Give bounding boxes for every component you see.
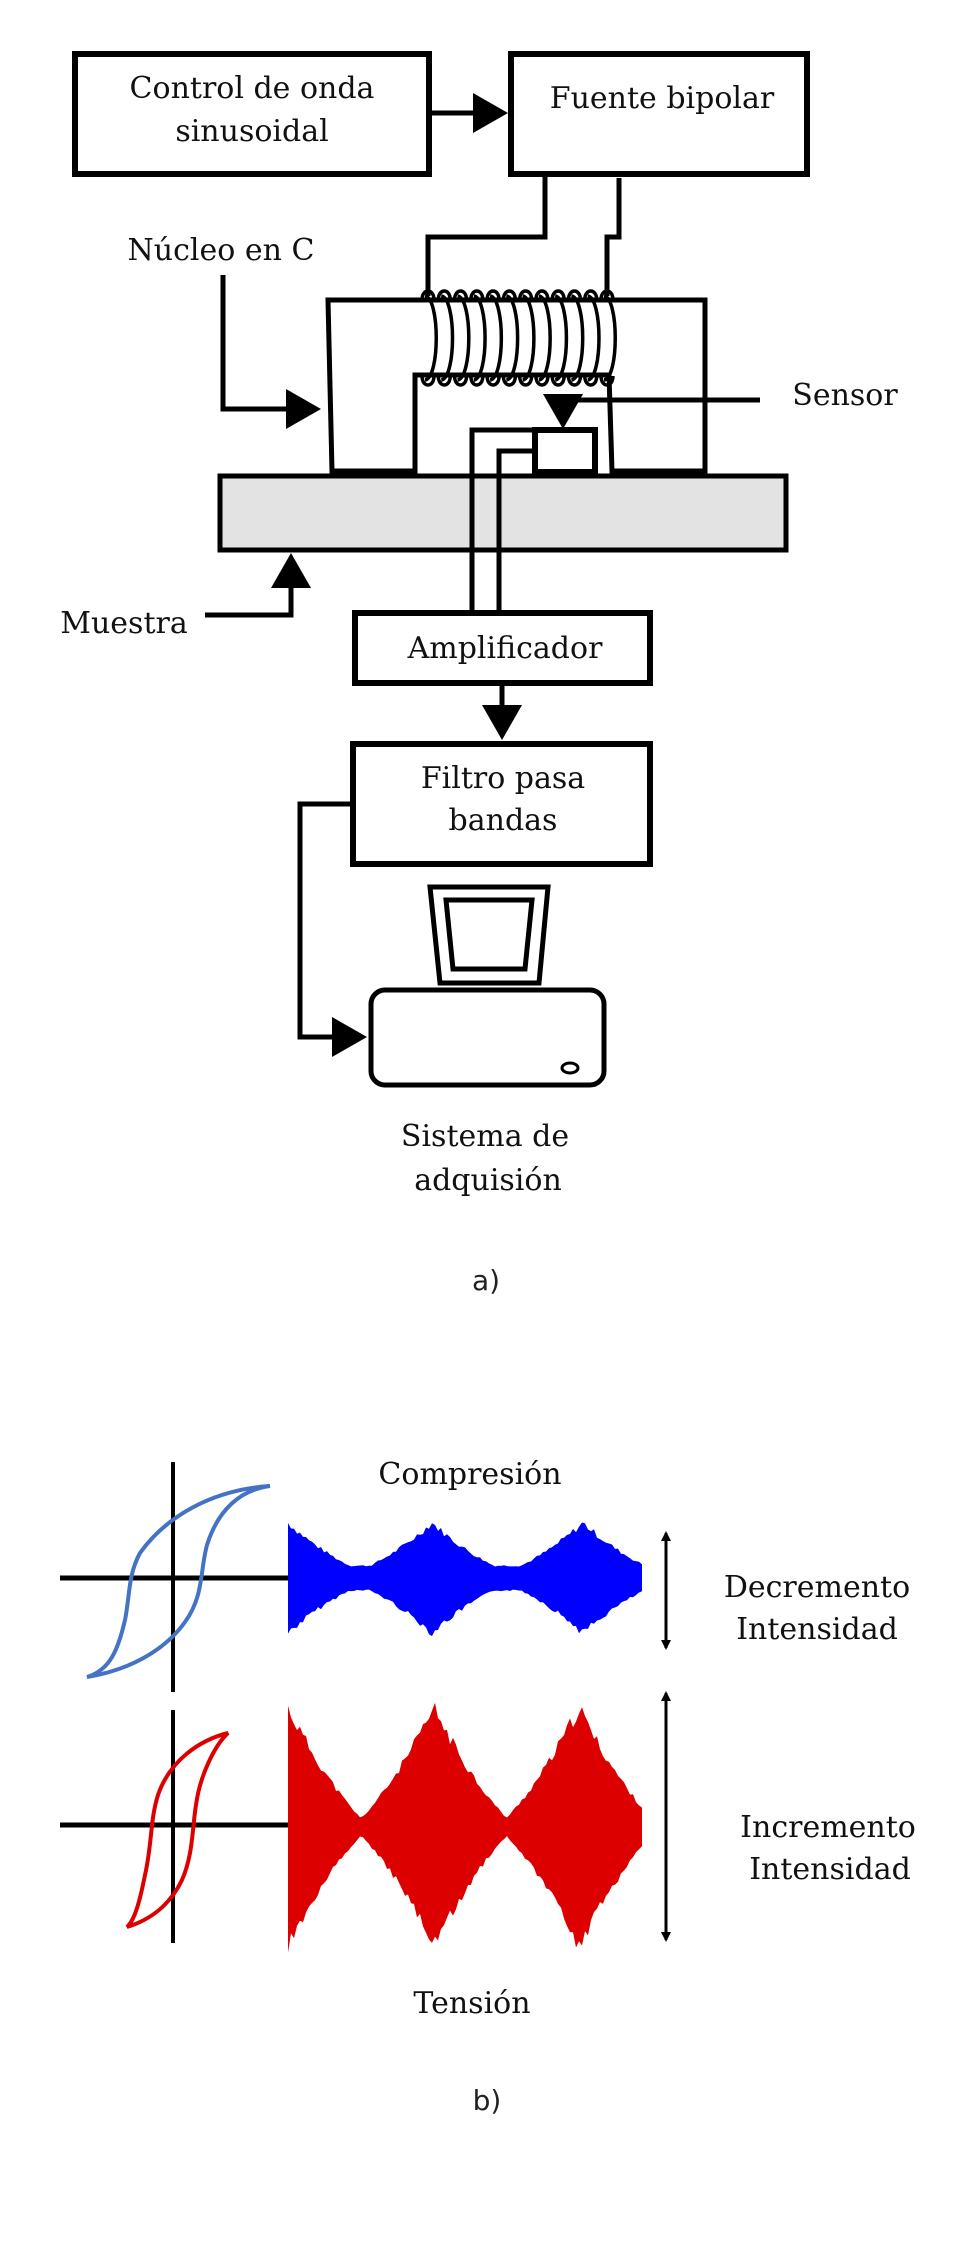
- filter-to-acquisition-arrow: [297, 801, 367, 1057]
- wave-control-label-line2: sinusoidal: [175, 114, 328, 149]
- coil-turn: [501, 289, 520, 387]
- coil-turn: [420, 289, 438, 387]
- c-core-label: Núcleo en C: [128, 233, 315, 268]
- signal-envelope: [288, 1522, 642, 1637]
- sensor-label: Sensor: [792, 378, 898, 413]
- coil-turn: [452, 289, 471, 387]
- coil-turn: [517, 289, 536, 387]
- amplifier-label: Amplificador: [407, 631, 603, 666]
- compression-signal: [288, 1522, 642, 1637]
- monitor-screen: [443, 897, 535, 972]
- coil-turn: [436, 289, 455, 387]
- coil-turn: [485, 289, 503, 387]
- c-core-pointer-arrow: [220, 275, 321, 429]
- sensor-pointer-arrow: [543, 394, 760, 429]
- acquisition-label-line2: adquisión: [414, 1163, 562, 1198]
- computer-base: [368, 987, 607, 1088]
- wave-control-block: Control de onda sinusoidal: [72, 51, 432, 177]
- tension-signal: [288, 1702, 642, 1953]
- wave-control-label-line1: Control de onda: [130, 71, 375, 106]
- caption-b: b): [473, 2084, 502, 2117]
- sample-bar: [217, 473, 789, 553]
- amplifier-block: Amplificador: [352, 610, 653, 686]
- tension-hysteresis-axes: [60, 1710, 290, 1943]
- coil-turn: [469, 289, 487, 387]
- computer-icon: [368, 884, 607, 1088]
- coil-turn: [534, 289, 552, 387]
- tension-annotation-line1: Incremento: [740, 1810, 916, 1845]
- source-wire-1: [425, 176, 548, 296]
- compression-annotation-line2: Intensidad: [736, 1612, 898, 1647]
- source-wire-2: [604, 178, 622, 296]
- bipolar-source-block: Fuente bipolar: [508, 51, 810, 177]
- signal-envelope: [288, 1702, 642, 1953]
- coil-turn: [582, 289, 601, 387]
- coil-turn: [599, 289, 617, 387]
- compression-hysteresis-axes: [60, 1462, 290, 1692]
- computer-power-button: [560, 1061, 580, 1075]
- tension-label: Tensión: [413, 1986, 530, 2021]
- sensor-wire-1: [469, 427, 533, 614]
- tension-hysteresis-loop: [125, 1731, 230, 1929]
- sample-pointer-arrow: [205, 553, 311, 618]
- coil-turn: [566, 289, 585, 387]
- compression-annotation-line1: Decremento: [724, 1570, 910, 1605]
- caption-a: a): [472, 1264, 500, 1297]
- setup-diagram: Control de onda sinusoidal Fuente bipola…: [60, 51, 898, 1297]
- acquisition-label-line1: Sistema de: [401, 1119, 569, 1154]
- compression-hysteresis-loop: [86, 1484, 271, 1679]
- compression-label: Compresión: [378, 1457, 561, 1492]
- signal-comparison: Compresión Decremento Intensidad Increme…: [60, 1457, 916, 2117]
- filter-label-line1: Filtro pasa: [421, 761, 585, 796]
- coil-winding: [420, 289, 617, 387]
- sensor-wire-2: [496, 448, 533, 614]
- coil-turn: [550, 289, 569, 387]
- bipolar-source-label: Fuente bipolar: [550, 81, 775, 116]
- sample-label: Muestra: [60, 606, 188, 641]
- sensor: [532, 427, 598, 475]
- filter-label-line2: bandas: [449, 803, 558, 838]
- bandpass-filter-block: Filtro pasa bandas: [350, 741, 653, 867]
- tension-annotation-line2: Intensidad: [749, 1852, 911, 1887]
